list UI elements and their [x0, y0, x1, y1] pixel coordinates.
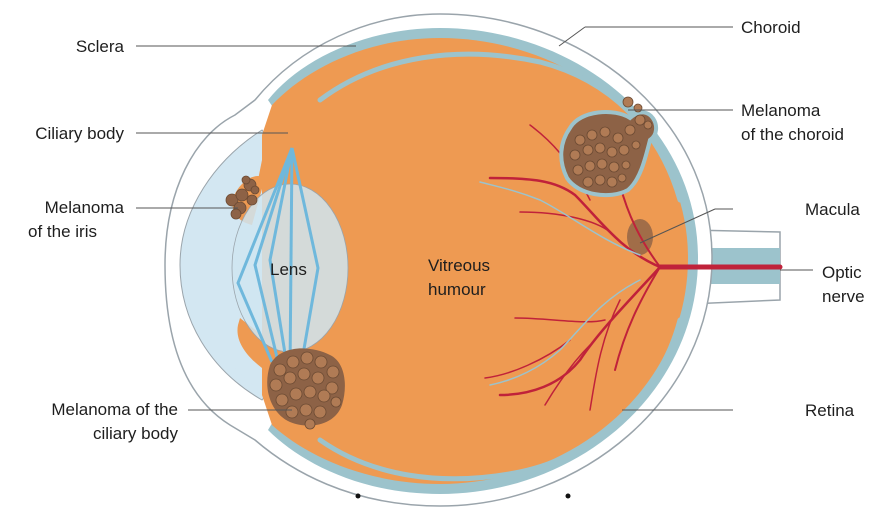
label-melanoma-choroid-2: of the choroid [741, 125, 844, 144]
label-melanoma-iris-1: Melanoma [45, 198, 125, 217]
label-retina: Retina [805, 401, 855, 420]
label-melanoma-ciliary-1: Melanoma of the [51, 400, 178, 419]
label-melanoma-ciliary-2: ciliary body [93, 424, 179, 443]
label-vitreous-2: humour [428, 280, 486, 299]
marker-dot [356, 494, 361, 499]
label-sclera: Sclera [76, 37, 125, 56]
label-optic-nerve-1: Optic [822, 263, 862, 282]
label-lens: Lens [270, 260, 307, 279]
label-choroid: Choroid [741, 18, 801, 37]
label-melanoma-iris-2: of the iris [28, 222, 97, 241]
label-vitreous-1: Vitreous [428, 256, 490, 275]
label-ciliary-body: Ciliary body [35, 124, 124, 143]
marker-dot [566, 494, 571, 499]
label-optic-nerve-2: nerve [822, 287, 865, 306]
label-melanoma-choroid-1: Melanoma [741, 101, 821, 120]
label-macula: Macula [805, 200, 860, 219]
